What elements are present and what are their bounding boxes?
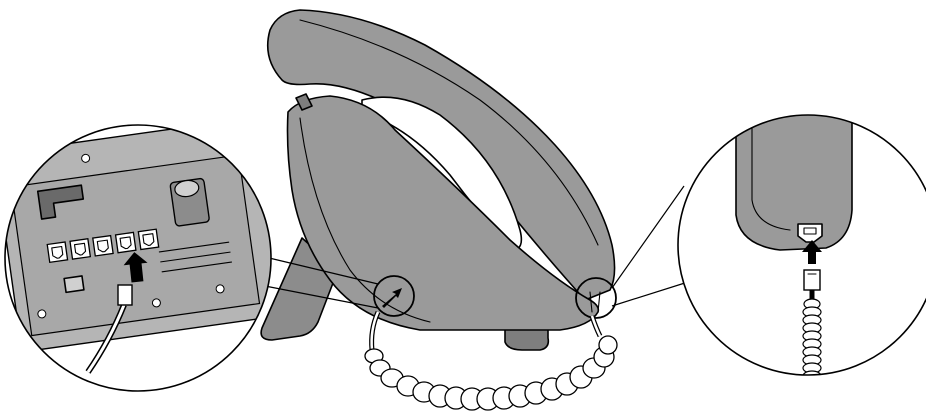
modular-plug-right: [804, 270, 820, 290]
zoom-handset-jack: [678, 100, 926, 381]
zoom-base-jacks: [0, 116, 289, 391]
coiled-cord-right: [803, 299, 821, 381]
screw: [37, 309, 46, 318]
jack-port: [47, 242, 67, 262]
jack-port-handset: [138, 229, 158, 249]
jack-port: [70, 239, 90, 259]
cable-clip: [64, 276, 84, 292]
handset-jack-socket: [798, 224, 822, 242]
modular-plug-left: [118, 285, 132, 305]
screw: [81, 154, 90, 163]
jack-port: [116, 232, 136, 252]
jack-port: [93, 236, 113, 256]
telephone-base-unit: [261, 10, 617, 410]
handset-end: [736, 100, 852, 250]
coiled-cord: [365, 336, 617, 410]
screw: [216, 284, 225, 293]
screw: [152, 298, 161, 307]
